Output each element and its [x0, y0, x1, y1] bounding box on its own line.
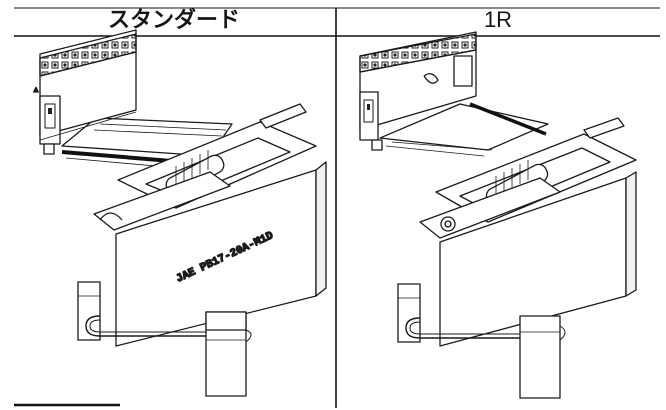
schematic-left [77, 281, 252, 397]
header-connector-right [419, 117, 637, 347]
idc-socket-connector-right [359, 31, 477, 151]
flat-cable-right [379, 102, 549, 157]
idc-socket-connector-left [39, 29, 137, 155]
column-header-standard: スタンダード [107, 7, 240, 32]
column-header-1r: 1R [483, 7, 513, 32]
pin1-marker-text: ▲ [32, 85, 40, 94]
header-connector-left: JAE PB17-20A-M1D [93, 103, 327, 347]
right-panel [359, 31, 637, 399]
flat-cable-left [61, 117, 233, 171]
schematic-right [397, 283, 566, 399]
left-panel: ▲ [31, 29, 327, 397]
